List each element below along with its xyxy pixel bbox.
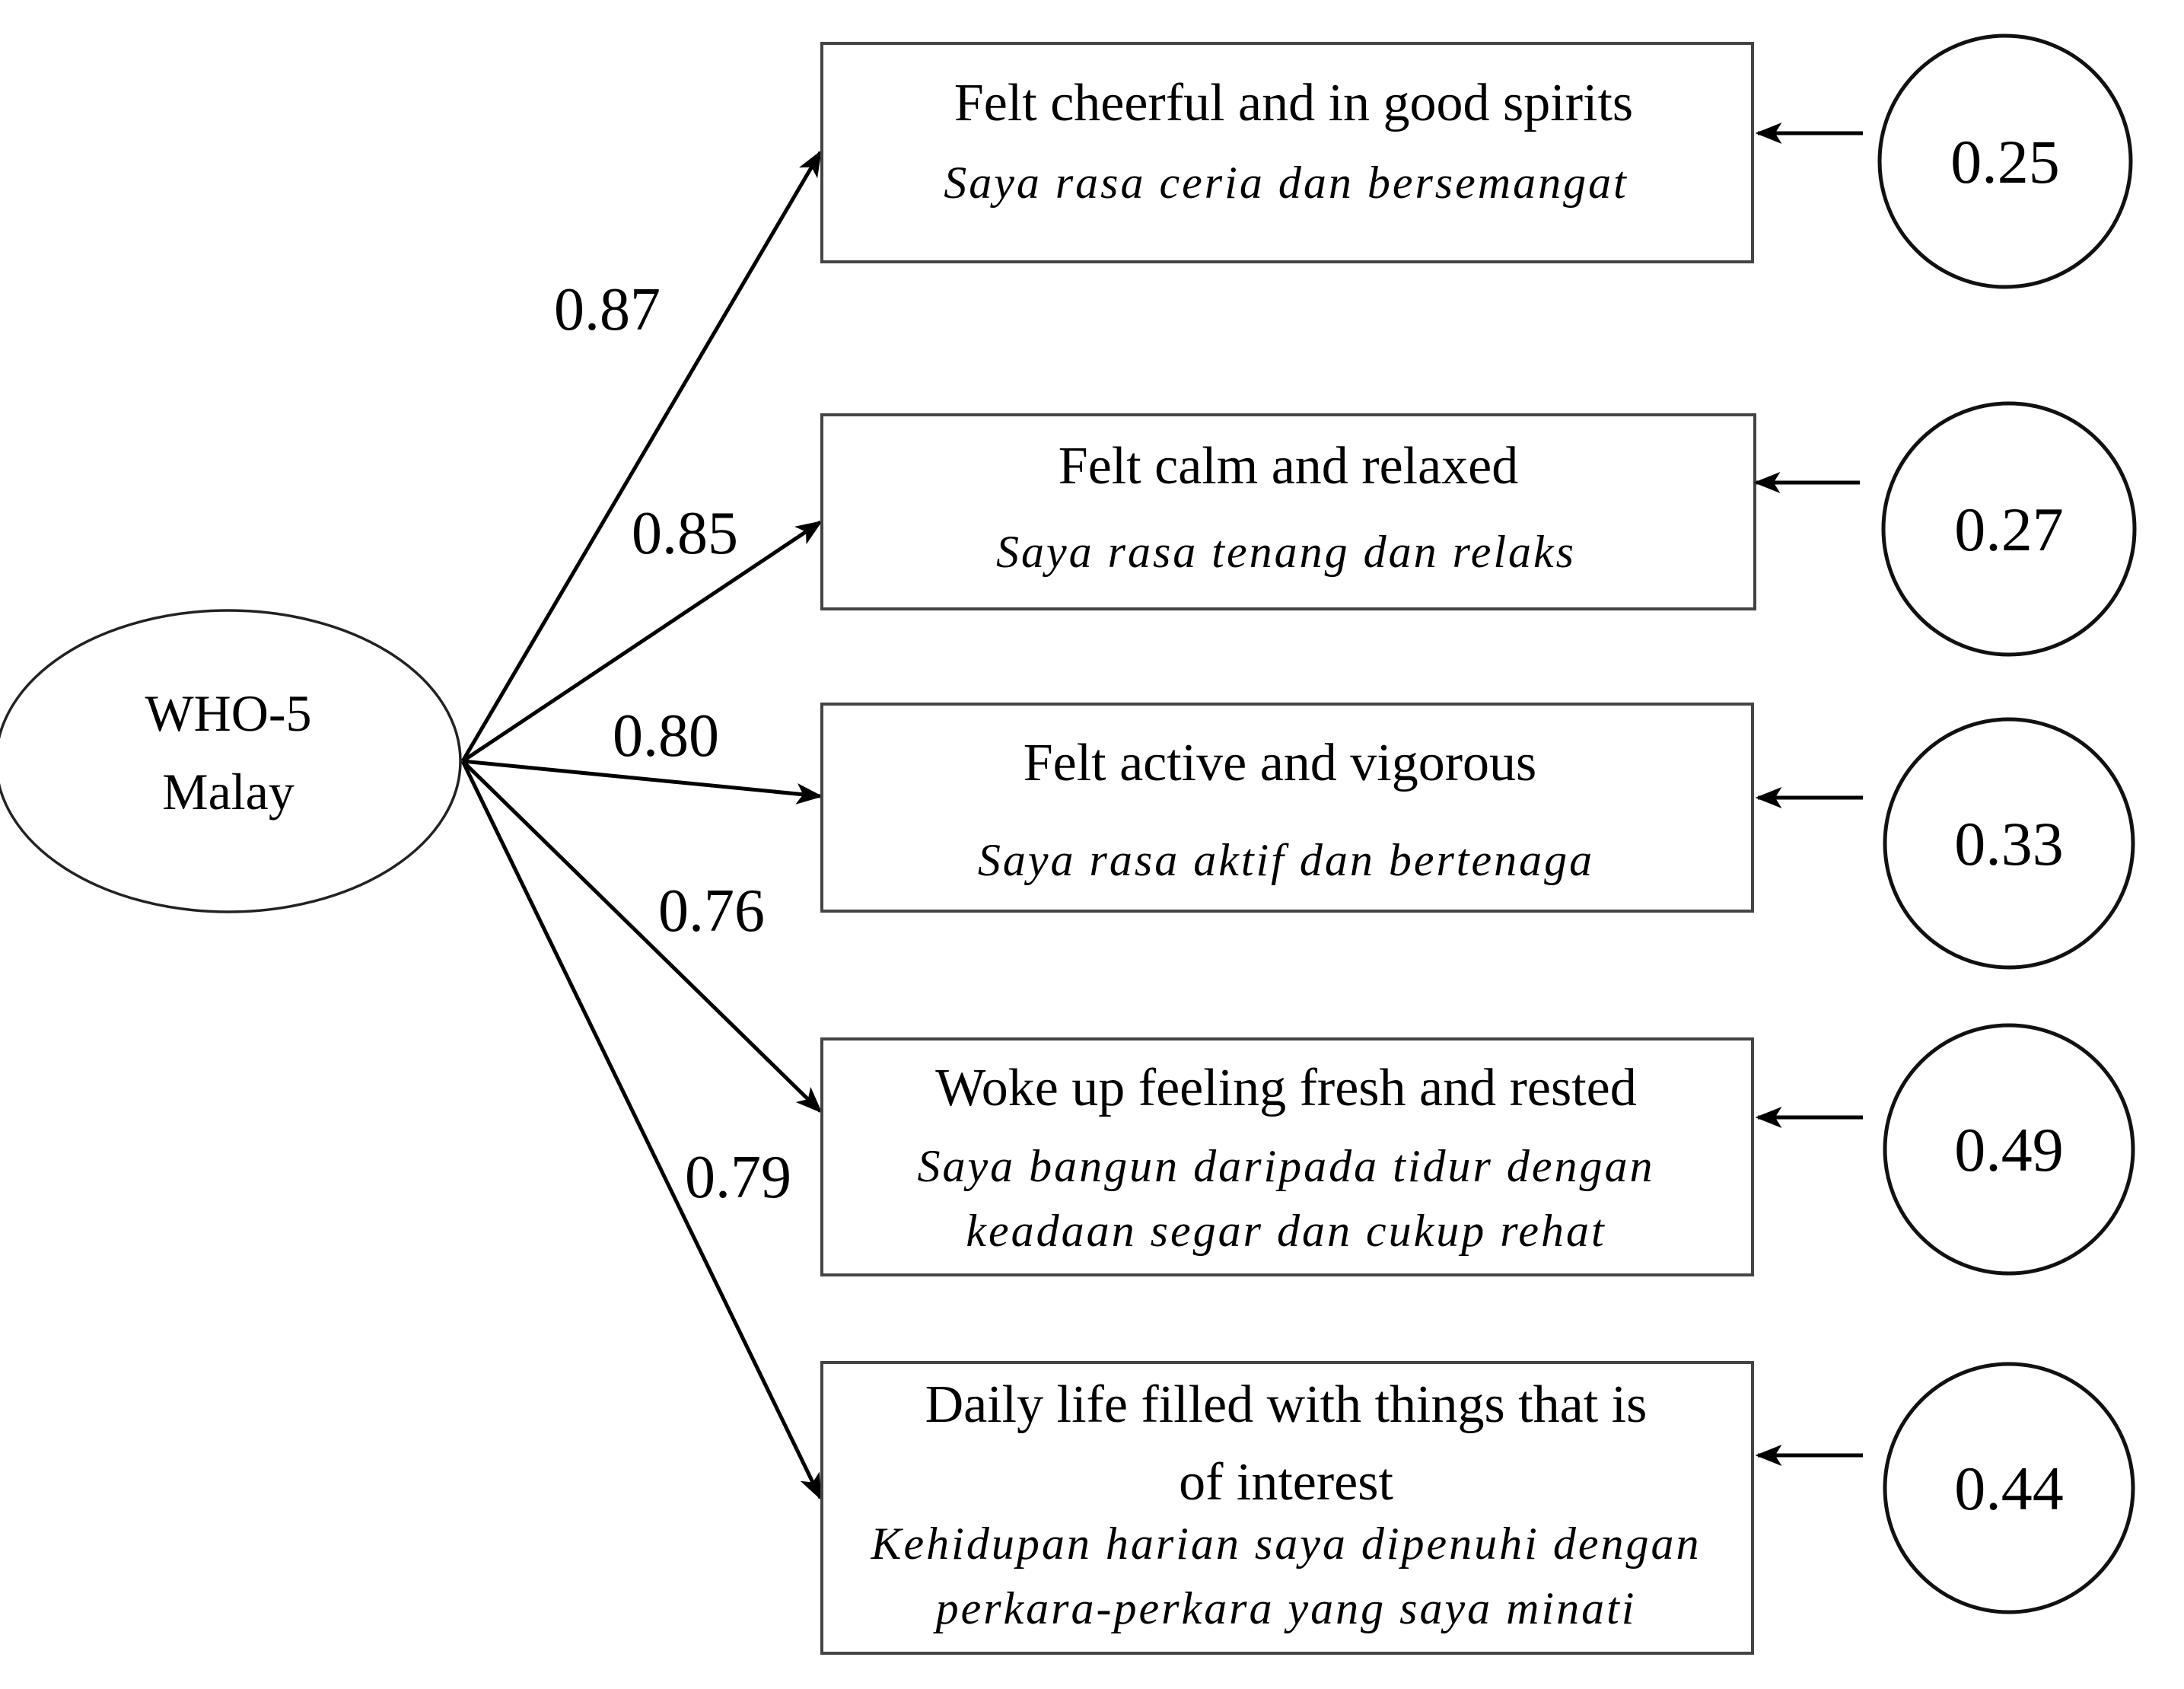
error-variance-value: 0.27 — [1954, 495, 2064, 564]
indicator-item: 0.80 Felt active and vigorous Saya rasa … — [462, 703, 2135, 970]
item-english-label: Felt active and vigorous — [1024, 734, 1537, 792]
indicator-box — [820, 1037, 1754, 1276]
error-variance-circle — [1877, 33, 2133, 289]
item-malay-label: perkara-perkara yang saya minati — [933, 1583, 1637, 1633]
error-variance-circle — [1883, 1023, 2135, 1276]
indicator-item: 0.87 Felt cheerful and in good spirits S… — [460, 33, 2133, 763]
indicator-box — [820, 42, 1754, 263]
error-variance-value: 0.44 — [1954, 1454, 2064, 1523]
latent-label-line2: Malay — [162, 763, 294, 821]
loading-arrow — [461, 520, 823, 763]
loading-arrow — [460, 760, 823, 1501]
item-malay-label: Kehidupan harian saya dipenuhi dengan — [871, 1519, 1702, 1569]
item-english-label: Daily life filled with things that is — [925, 1375, 1648, 1434]
item-malay-label: Saya rasa ceria dan bersemangat — [944, 158, 1628, 208]
loading-value: 0.79 — [685, 1144, 791, 1211]
item-english-label: Felt calm and relaxed — [1059, 437, 1518, 496]
indicator-item: 0.85 Felt calm and relaxed Saya rasa ten… — [461, 401, 2137, 763]
error-variance-value: 0.49 — [1954, 1115, 2064, 1184]
indicator-item: 0.76 Woke up feeling fresh and rested Sa… — [461, 760, 2135, 1276]
loading-value: 0.85 — [632, 500, 738, 567]
item-malay-label: keadaan segar dan cukup rehat — [966, 1206, 1606, 1256]
item-english-label: of interest — [1179, 1453, 1393, 1512]
item-english-label: Woke up feeling fresh and rested — [935, 1059, 1637, 1117]
error-variance-value: 0.25 — [1950, 127, 2060, 196]
loading-value: 0.80 — [613, 703, 719, 770]
indicator-box — [820, 413, 1756, 610]
loading-value: 0.76 — [658, 878, 765, 945]
indicator-item: 0.79 Daily life filled with things that … — [460, 760, 2135, 1655]
loading-arrow — [462, 759, 823, 805]
loading-arrow — [461, 760, 823, 1114]
error-variance-circle — [1881, 401, 2137, 657]
loading-arrow — [460, 149, 823, 763]
indicator-box — [820, 1361, 1754, 1655]
latent-factor: WHO-5 Malay — [0, 609, 462, 913]
latent-label-line1: WHO-5 — [145, 684, 311, 742]
error-variance-circle — [1883, 717, 2135, 970]
latent-ellipse — [0, 609, 462, 913]
error-variance-value: 0.33 — [1954, 809, 2064, 878]
item-english-label: Felt cheerful and in good spirits — [954, 74, 1633, 132]
loading-value: 0.87 — [554, 276, 661, 343]
item-malay-label: Saya rasa aktif dan bertenaga — [978, 835, 1594, 885]
error-variance-circle — [1883, 1362, 2135, 1614]
item-malay-label: Saya rasa tenang dan relaks — [996, 527, 1576, 577]
item-malay-label: Saya bangun daripada tidur dengan — [918, 1141, 1655, 1191]
indicator-box — [820, 703, 1754, 913]
